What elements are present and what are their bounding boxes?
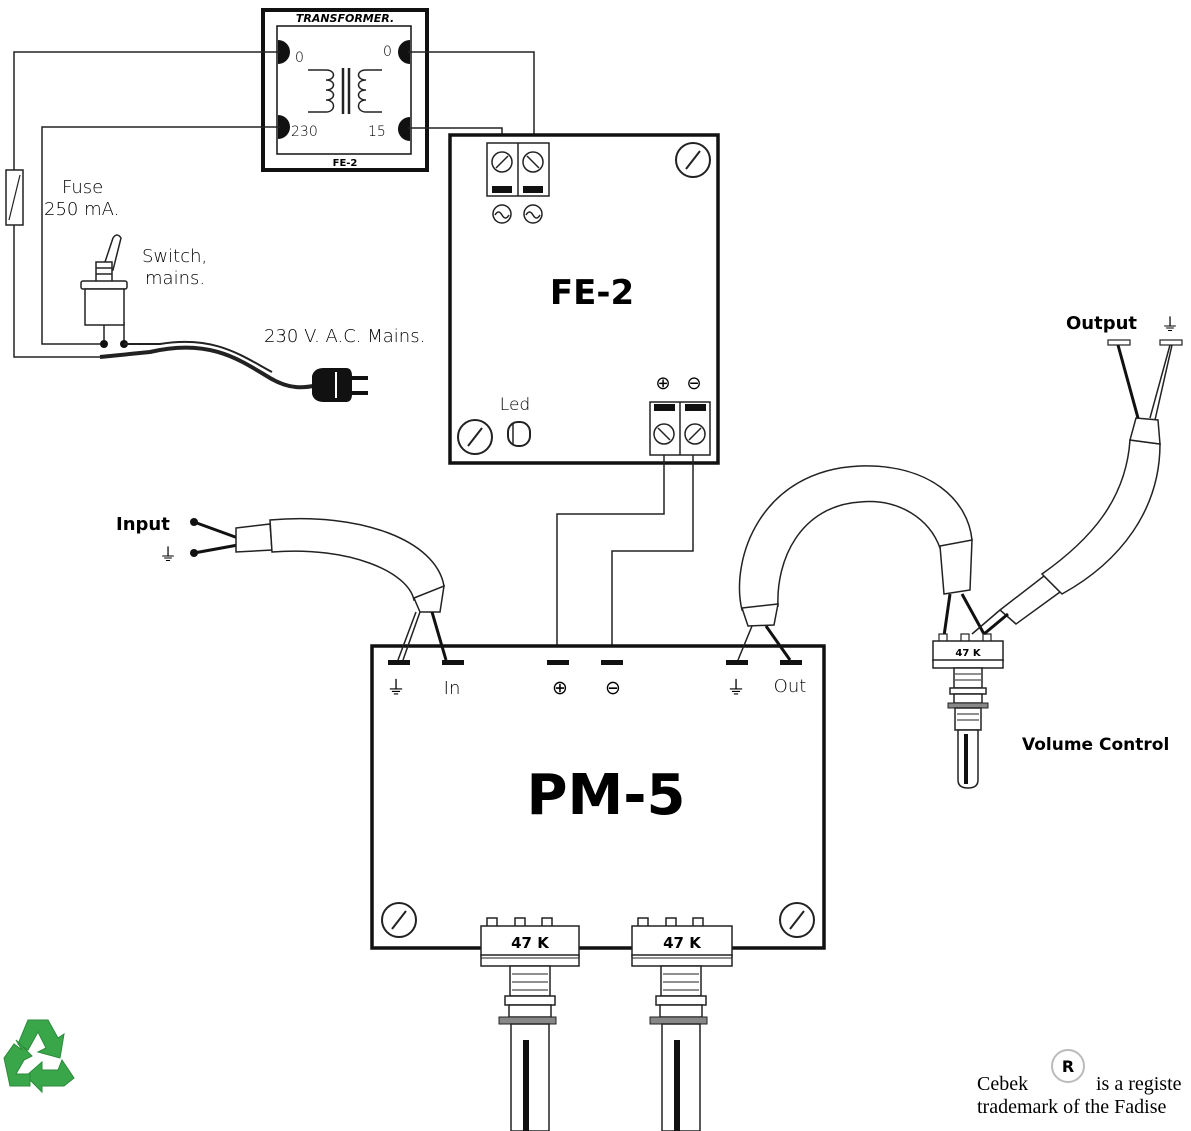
mounting-screw-icon [779,902,815,938]
registered-symbol: R [1062,1057,1074,1076]
switch-label-line1: Switch, [142,246,207,267]
recycle-icon [3,1019,75,1094]
pm5-plus-symbol: ⊕ [552,677,568,699]
output-ground-symbol: ⏚ [1161,315,1179,336]
ac-input-icon [492,204,543,224]
fe2-module: FE-2 Led ⊕ ⊖ [448,133,720,465]
fuse-label-line2: 250 mA. [44,199,119,220]
pm5-out-label: Out [774,676,807,697]
volume-potentiometer: 47 K [932,633,1004,789]
pm5-module: ⏚ In ⊕ ⊖ ⏚ Out PM-5 [370,644,826,950]
registered-mark-icon: R [1051,1049,1085,1083]
pm5-ground-out-symbol: ⏚ [726,677,745,699]
transformer-pin-in-0: 0 [295,50,304,66]
switch-label-line2: mains. [145,268,205,289]
mounting-screw-icon [381,902,417,938]
mains-label: 230 V. A.C. Mains. [264,326,425,347]
toggle-switch-icon [80,234,128,326]
fe2-minus-symbol: ⊖ [686,373,701,394]
fuse-label-line1: Fuse [62,177,103,198]
volume-label: Volume Control [1022,735,1169,755]
input-ground-symbol: ⏚ [159,545,177,566]
pm5-minus-symbol: ⊖ [605,677,621,699]
fe2-plus-symbol: ⊕ [655,373,670,394]
pm5-pot2-value: 47 K [663,934,702,952]
transformer-pin-out-0: 0 [383,44,392,60]
output-cable [737,465,986,661]
dc-wiring [556,455,694,660]
fe2-title: FE-2 [550,273,634,313]
pm5-potentiometer-2: 47 K [631,917,733,1131]
transformer-coil-icon [308,68,382,114]
pm5-pot1-value: 47 K [511,934,550,952]
footer-brand: Cebek [977,1073,1028,1095]
led-icon [507,421,531,447]
pm5-title: PM-5 [527,763,686,828]
pm5-ground-in-symbol: ⏚ [386,677,405,699]
mounting-screw-icon [457,419,493,455]
transformer-code: FE-2 [333,158,358,169]
input-label: Input [116,514,170,535]
transformer-pin-out-15: 15 [368,124,386,140]
mains-plug-icon [312,368,368,402]
transformer: TRANSFORMER. FE-2 0 230 0 15 [261,8,429,172]
input-cable: Input ⏚ [116,514,448,661]
output-lead [971,339,1183,636]
transformer-title: TRANSFORMER. [296,12,394,25]
pm5-potentiometer-1: 47 K [480,917,580,1131]
fe2-led-label: Led [500,395,530,415]
footer-trademark-line2: trademark of the Fadise [977,1096,1166,1118]
mounting-screw-icon [675,142,711,178]
footer-trademark-line1: is a registe [1096,1073,1182,1095]
pm5-in-label: In [444,678,461,699]
transformer-pin-in-230: 230 [291,124,318,140]
fuse-icon [5,169,24,226]
volume-pot-value: 47 K [955,648,981,659]
output-label: Output [1066,313,1137,334]
